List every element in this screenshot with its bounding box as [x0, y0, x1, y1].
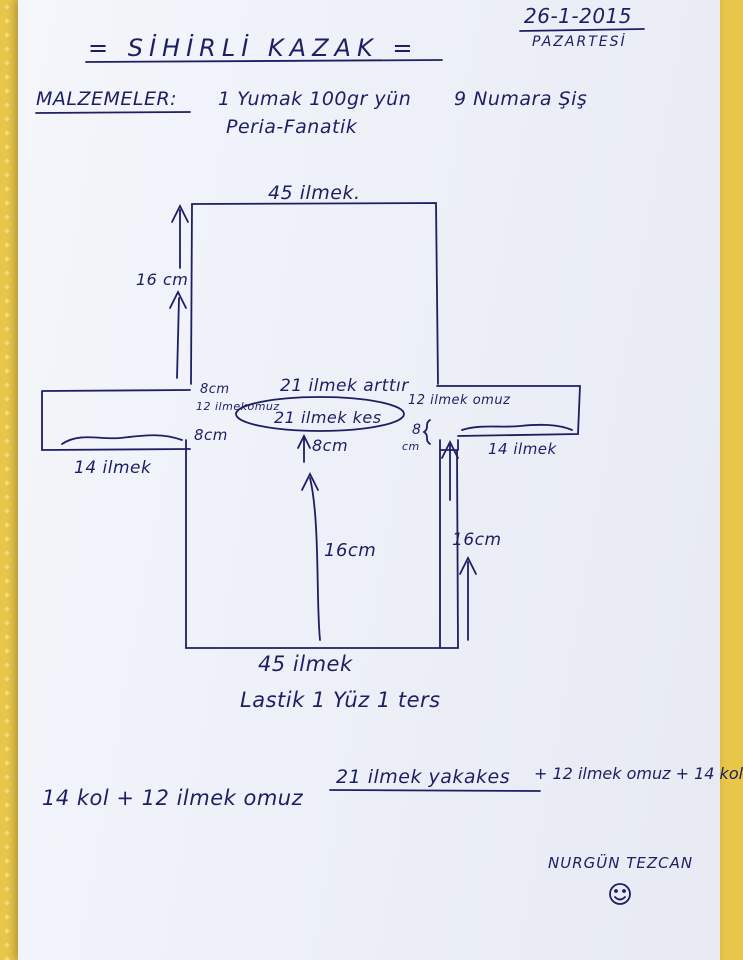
right-length-label: 16cm [452, 530, 502, 550]
materials-needle: 9 Numara Şiş [454, 88, 588, 110]
top-panel-left-edge [190, 203, 193, 385]
paper-sheet [18, 0, 720, 960]
right-shoulder-label: 12 ilmek omuz [408, 393, 511, 408]
neck-opening-oval [235, 396, 405, 432]
smiley-face-icon [609, 883, 631, 905]
center-arrowhead [301, 471, 319, 491]
center-length-label: 16cm [324, 540, 377, 561]
cast-off-label: 21 ilmek kes [274, 408, 382, 427]
top-left-arrow-lower [176, 297, 180, 379]
left-neck-8cm-label: 8cm [194, 426, 228, 444]
formula-part2: 21 ilmek yakakes [336, 766, 511, 788]
right-brace [422, 419, 431, 445]
increase-label: 21 ilmek arttır [280, 376, 409, 396]
left-shoulder-label: 12 ilmekomuz [196, 400, 280, 413]
right-arrowhead [459, 555, 477, 575]
right-sleeve-box [436, 385, 581, 437]
top-panel-outline [191, 202, 439, 385]
lower-panel-outline [185, 439, 459, 649]
pattern-drawing [35, 28, 645, 905]
weekday: PAZARTESİ [532, 34, 627, 50]
left-sleeve-cuff-wave [61, 434, 183, 445]
right-arrowhead-upper [441, 439, 459, 459]
date: 26-1-2015 [524, 4, 633, 28]
date-underline [519, 28, 645, 32]
left-sleeve-label: 14 ilmek [74, 458, 152, 478]
center-8cm-label: 8cm [312, 436, 349, 455]
center-small-arrowhead [297, 433, 311, 449]
materials-brand: Peria-Fanatik [226, 116, 358, 138]
center-arrow [309, 477, 321, 641]
materials-underline [35, 111, 191, 114]
materials-yarn: 1 Yumak 100gr yün [218, 88, 412, 110]
top-left-length-label: 16 cm [136, 270, 189, 289]
right-sleeve-cuff-wave [461, 423, 573, 431]
left-sleeve-box [41, 389, 191, 451]
right-cm-label: cm [402, 440, 420, 453]
title-underline [85, 59, 443, 63]
top-left-arrowhead-2 [169, 289, 187, 309]
top-stitches-label: 45 ilmek. [268, 182, 361, 204]
rib-label: Lastik 1 Yüz 1 ters [240, 688, 441, 712]
signature: NURGÜN TEZCAN [548, 854, 694, 872]
formula-part1: 14 kol + 12 ilmek omuz [42, 786, 304, 810]
page-title: = SİHİRLİ KAZAK = [88, 34, 419, 62]
formula-part3: + 12 ilmek omuz + 14 kol [534, 764, 743, 783]
right-sleeve-label: 14 ilmek [488, 440, 557, 458]
top-left-arrowhead [171, 203, 189, 223]
left-8cm-label: 8cm [200, 382, 230, 397]
formula-underline [329, 789, 541, 792]
materials-label: MALZEMELER: [36, 88, 178, 110]
right-8-label: 8 [412, 422, 422, 438]
bottom-stitches-label: 45 ilmek [258, 652, 353, 676]
